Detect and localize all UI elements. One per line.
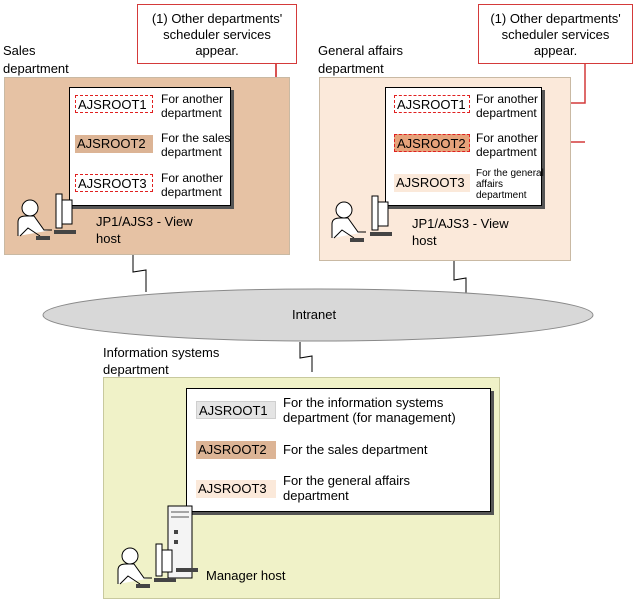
sales-root-2-desc-2: department (161, 145, 222, 159)
sales-title-line1: Sales (3, 43, 36, 58)
sales-host-label-2: host (96, 231, 121, 246)
sales-root-1-desc-1: For another (161, 92, 224, 106)
general-host-label-1: JP1/AJS3 - View (412, 216, 509, 231)
general-root-2-desc-2: department (476, 145, 537, 159)
link-info-intranet (299, 342, 313, 372)
info-root-3[interactable]: AJSROOT3 (196, 480, 276, 498)
info-root-1[interactable]: AJSROOT1 (196, 401, 276, 419)
sales-callout: (1) Other departments' scheduler service… (137, 4, 297, 64)
manager-host-label: Manager host (206, 568, 286, 583)
sales-title-line2: department (3, 61, 69, 76)
link-general-intranet (453, 260, 467, 298)
sales-root-1-desc-2: department (161, 106, 222, 120)
sales-root-3-desc-1: For another (161, 171, 224, 185)
sales-root-2-desc-1: For the sales (161, 131, 231, 145)
info-title-line1: Information systems (103, 345, 220, 360)
general-callout: (1) Other departments' scheduler service… (478, 4, 633, 64)
general-callout-line3: appear. (533, 43, 578, 58)
intranet-label: Intranet (292, 307, 337, 322)
general-host-label-2: host (412, 233, 437, 248)
general-root-3-desc-3: department (476, 190, 527, 201)
link-sales-intranet (132, 252, 147, 292)
general-title-line1: General affairs (318, 43, 404, 58)
info-root-2[interactable]: AJSROOT2 (196, 441, 276, 459)
sales-callout-line1: (1) Other departments' (151, 11, 283, 26)
general-root-1[interactable]: AJSROOT1 (394, 95, 470, 113)
general-root-2-desc-1: For another (476, 131, 539, 145)
general-callout-line1: (1) Other departments' (490, 11, 621, 26)
info-root-3-desc-1: For the general affairs (283, 473, 410, 488)
info-root-1-desc-1: For the information systems (283, 395, 444, 410)
general-root-1-desc-2: department (476, 106, 537, 120)
sales-root-3[interactable]: AJSROOT3 (75, 174, 153, 192)
sales-root-3-desc-2: department (161, 185, 222, 199)
sales-root-1[interactable]: AJSROOT1 (75, 95, 153, 113)
general-root-3[interactable]: AJSROOT3 (394, 174, 470, 192)
general-title-line2: department (318, 61, 384, 76)
general-root-1-desc-1: For another (476, 92, 539, 106)
sales-callout-line3: appear. (195, 43, 239, 58)
info-root-3-desc-2: department (283, 488, 349, 503)
sales-host-label-1: JP1/AJS3 - View (96, 214, 193, 229)
general-root-2[interactable]: AJSROOT2 (394, 134, 470, 152)
info-root-2-desc-1: For the sales department (283, 442, 428, 457)
general-root-3-desc-1: For the general (476, 168, 544, 179)
general-callout-line2: scheduler services (501, 27, 610, 42)
info-root-1-desc-2: department (for management) (283, 410, 456, 425)
sales-root-2[interactable]: AJSROOT2 (75, 135, 153, 153)
sales-callout-line2: scheduler services (163, 27, 271, 42)
intranet-cloud (42, 288, 594, 342)
info-title-line2: department (103, 362, 169, 377)
general-root-3-desc-2: affairs (476, 179, 504, 190)
